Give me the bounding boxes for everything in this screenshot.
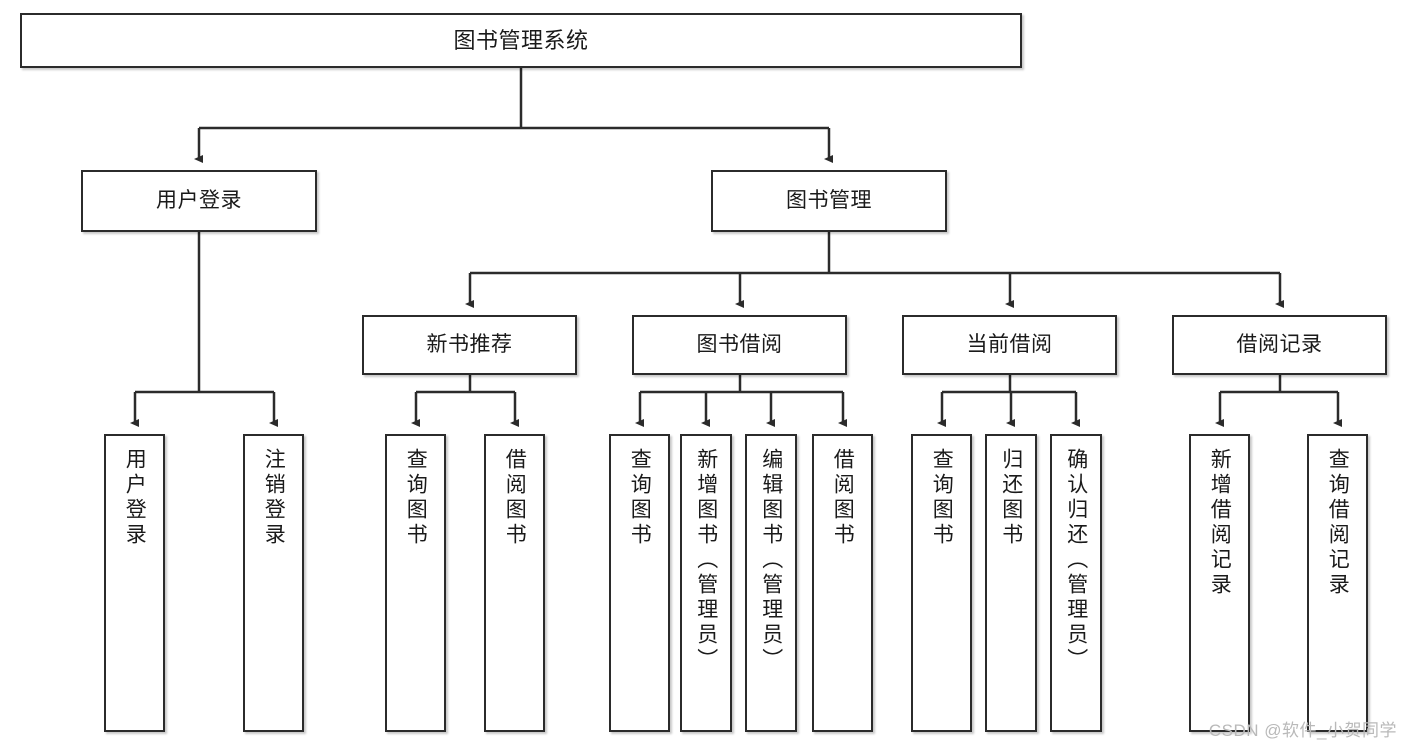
node-root-label: 图书管理系统: [453, 27, 589, 53]
node-leaf-borrow-book-2-label: 借阅图书: [831, 448, 855, 548]
node-leaf-user-login-label: 用户登录: [123, 448, 147, 548]
node-leaf-return-book-label: 归还图书: [999, 448, 1023, 548]
node-leaf-borrow-book-2[interactable]: 借阅图书: [812, 434, 873, 732]
node-current-borrow[interactable]: 当前借阅: [902, 315, 1117, 375]
node-current-borrow-label: 当前借阅: [966, 332, 1053, 356]
node-leaf-query-book-2-label: 查询图书: [628, 448, 652, 548]
node-book-borrow[interactable]: 图书借阅: [632, 315, 847, 375]
node-leaf-user-logout[interactable]: 注销登录: [243, 434, 304, 732]
node-leaf-add-record-label: 新增借阅记录: [1208, 448, 1232, 598]
node-leaf-query-book-3-label: 查询图书: [930, 448, 954, 548]
node-leaf-confirm-return[interactable]: 确认归还（管理员）: [1050, 434, 1102, 732]
node-user-login[interactable]: 用户登录: [81, 170, 317, 232]
node-leaf-edit-book-label: 编辑图书（管理员）: [759, 448, 783, 673]
node-borrow-record[interactable]: 借阅记录: [1172, 315, 1387, 375]
node-root[interactable]: 图书管理系统: [20, 13, 1022, 68]
node-leaf-borrow-book-1-label: 借阅图书: [503, 448, 527, 548]
node-leaf-borrow-book-1[interactable]: 借阅图书: [484, 434, 545, 732]
node-book-management[interactable]: 图书管理: [711, 170, 947, 232]
node-leaf-edit-book[interactable]: 编辑图书（管理员）: [745, 434, 797, 732]
watermark: CSDN @软件_小贺同学: [1208, 721, 1397, 740]
node-leaf-query-record[interactable]: 查询借阅记录: [1307, 434, 1368, 732]
node-borrow-record-label: 借阅记录: [1236, 332, 1323, 356]
node-user-login-label: 用户登录: [156, 188, 242, 212]
node-leaf-return-book[interactable]: 归还图书: [985, 434, 1037, 732]
node-leaf-user-logout-label: 注销登录: [262, 448, 286, 548]
node-book-management-label: 图书管理: [786, 188, 872, 212]
node-leaf-add-book-label: 新增图书（管理员）: [694, 448, 718, 673]
node-leaf-query-book-1-label: 查询图书: [404, 448, 428, 548]
node-book-borrow-label: 图书借阅: [696, 332, 783, 356]
node-leaf-query-record-label: 查询借阅记录: [1326, 448, 1350, 598]
node-new-book-recommend-label: 新书推荐: [426, 332, 513, 356]
node-leaf-query-book-1[interactable]: 查询图书: [385, 434, 446, 732]
node-leaf-confirm-return-label: 确认归还（管理员）: [1064, 448, 1088, 673]
node-leaf-user-login[interactable]: 用户登录: [104, 434, 165, 732]
node-leaf-add-record[interactable]: 新增借阅记录: [1189, 434, 1250, 732]
node-leaf-add-book[interactable]: 新增图书（管理员）: [680, 434, 732, 732]
node-leaf-query-book-3[interactable]: 查询图书: [911, 434, 972, 732]
node-new-book-recommend[interactable]: 新书推荐: [362, 315, 577, 375]
node-leaf-query-book-2[interactable]: 查询图书: [609, 434, 670, 732]
